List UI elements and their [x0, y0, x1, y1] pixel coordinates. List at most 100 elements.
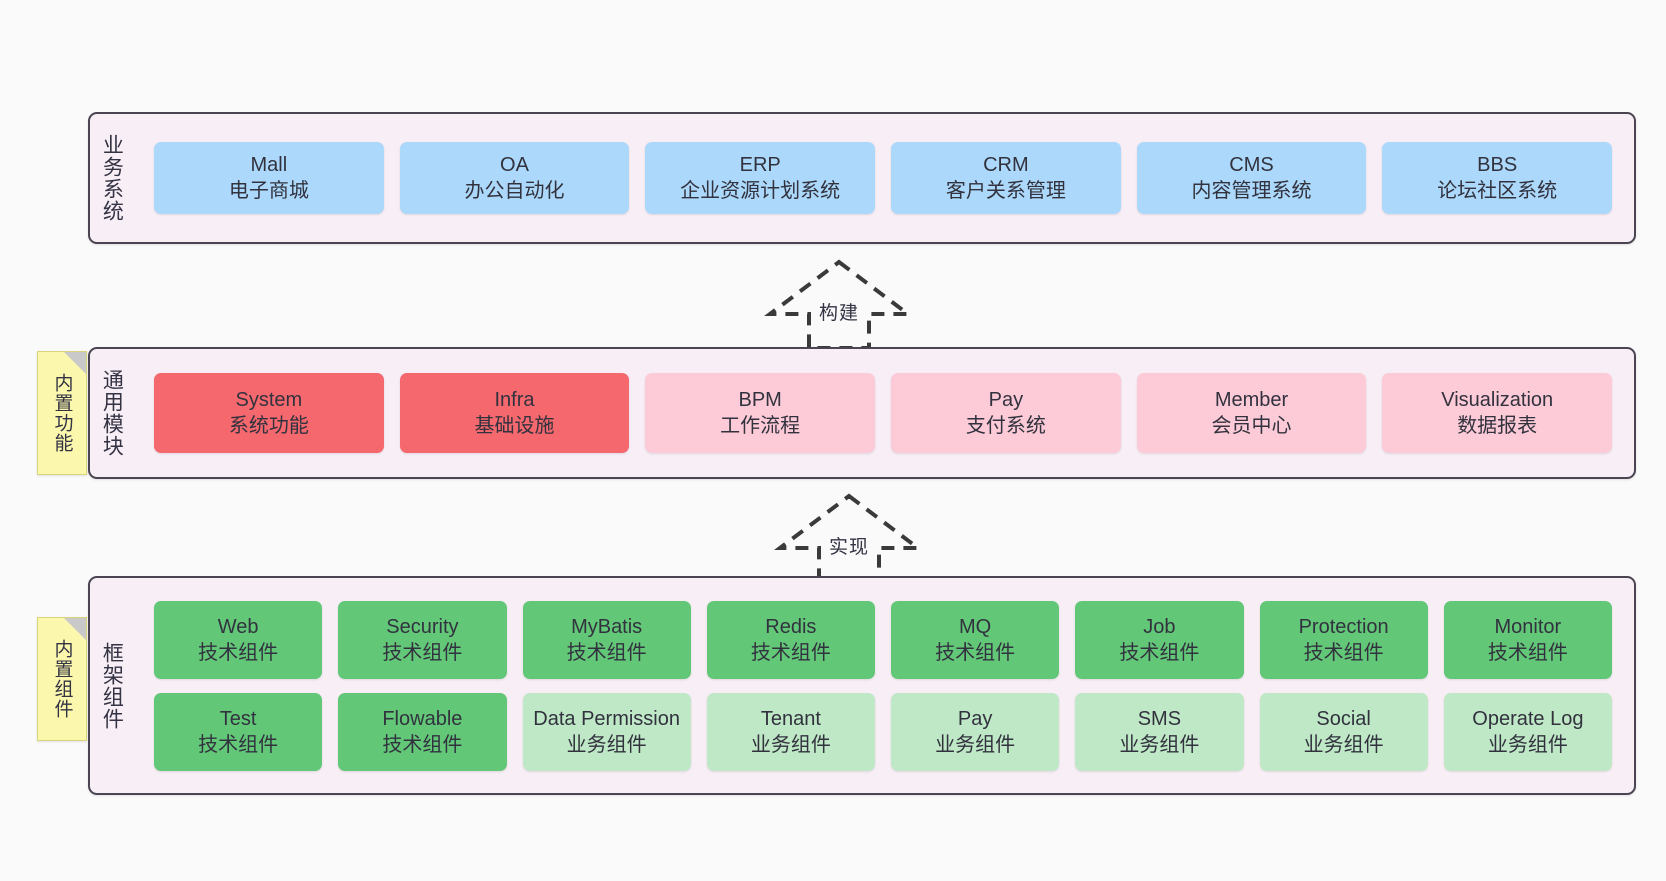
- card-protection-desc: 技术组件: [1303, 641, 1384, 664]
- card-pay-module-name: Pay: [988, 389, 1024, 411]
- card-bpm-desc: 工作流程: [720, 415, 801, 437]
- card-operate-log[interactable]: Operate Log 业务组件: [1443, 692, 1612, 771]
- card-operate-log-name: Operate Log: [1472, 707, 1584, 730]
- layer-body-common-module: System 系统功能 Infra 基础设施 BPM 工作流程 Pay 支付系统…: [132, 349, 1634, 477]
- card-oa-name: OA: [500, 154, 529, 176]
- card-infra-desc: 基础设施: [474, 415, 555, 437]
- card-sms-desc: 业务组件: [1119, 733, 1200, 756]
- card-bbs-name: BBS: [1477, 154, 1518, 176]
- card-tenant[interactable]: Tenant 业务组件: [706, 692, 875, 771]
- card-social-name: Social: [1316, 707, 1371, 730]
- card-data-permission-name: Data Permission: [533, 707, 680, 730]
- card-member-name: Member: [1214, 389, 1289, 411]
- card-erp-name: ERP: [739, 154, 781, 176]
- card-tenant-name: Tenant: [760, 707, 821, 730]
- card-web-name: Web: [217, 615, 259, 638]
- layer-business-system: 业务系统 Mall 电子商城 OA 办公自动化 ERP 企业资源计划系统 CRM…: [88, 112, 1636, 244]
- common-module-card-row: System 系统功能 Infra 基础设施 BPM 工作流程 Pay 支付系统…: [146, 373, 1620, 453]
- card-oa[interactable]: OA 办公自动化: [399, 142, 630, 214]
- card-protection[interactable]: Protection 技术组件: [1259, 600, 1428, 679]
- card-cms-desc: 内容管理系统: [1191, 180, 1312, 202]
- card-data-permission-desc: 业务组件: [566, 733, 647, 756]
- card-security[interactable]: Security 技术组件: [338, 600, 507, 679]
- card-tenant-desc: 业务组件: [750, 733, 831, 756]
- connector-implement-label: 实现: [828, 537, 869, 558]
- card-job[interactable]: Job 技术组件: [1075, 600, 1244, 679]
- layer-title-business-system: 业务系统: [100, 134, 124, 222]
- card-system-name: System: [235, 389, 303, 411]
- layer-body-business-system: Mall 电子商城 OA 办公自动化 ERP 企业资源计划系统 CRM 客户关系…: [132, 114, 1634, 242]
- card-pay-component-desc: 业务组件: [935, 733, 1016, 756]
- card-cms-name: CMS: [1229, 154, 1274, 176]
- card-mybatis[interactable]: MyBatis 技术组件: [522, 600, 691, 679]
- card-member[interactable]: Member 会员中心: [1136, 373, 1367, 453]
- connector-build-arrow: 构建: [764, 256, 914, 352]
- framework-tech-card-row: Web 技术组件 Security 技术组件 MyBatis 技术组件 Redi…: [146, 600, 1620, 679]
- card-pay-module[interactable]: Pay 支付系统: [891, 373, 1121, 453]
- card-operate-log-desc: 业务组件: [1487, 733, 1568, 756]
- card-flowable[interactable]: Flowable 技术组件: [338, 692, 507, 771]
- card-infra[interactable]: Infra 基础设施: [399, 373, 630, 453]
- layer-common-module: 通用模块 System 系统功能 Infra 基础设施 BPM 工作流程 Pay…: [88, 347, 1636, 479]
- card-security-desc: 技术组件: [382, 641, 463, 664]
- card-monitor-desc: 技术组件: [1487, 641, 1568, 664]
- card-mall-name: Mall: [250, 154, 288, 176]
- card-cms[interactable]: CMS 内容管理系统: [1136, 142, 1367, 214]
- card-test[interactable]: Test 技术组件: [154, 692, 323, 771]
- layer-framework-component: 框架组件 Web 技术组件 Security 技术组件 MyBatis 技术组件…: [88, 576, 1636, 795]
- card-flowable-desc: 技术组件: [382, 733, 463, 756]
- card-redis-name: Redis: [765, 615, 817, 638]
- card-flowable-name: Flowable: [382, 707, 463, 730]
- card-crm[interactable]: CRM 客户关系管理: [891, 142, 1121, 214]
- card-visualization[interactable]: Visualization 数据报表: [1382, 373, 1613, 453]
- card-visualization-desc: 数据报表: [1457, 415, 1538, 437]
- card-crm-desc: 客户关系管理: [945, 180, 1066, 202]
- framework-business-card-row: Test 技术组件 Flowable 技术组件 Data Permission …: [146, 692, 1620, 771]
- card-web-desc: 技术组件: [198, 641, 279, 664]
- note-builtin-functions-label: 内置功能: [51, 373, 73, 453]
- note-builtin-components-label: 内置组件: [51, 639, 73, 719]
- card-web[interactable]: Web 技术组件: [154, 600, 323, 679]
- business-system-card-row: Mall 电子商城 OA 办公自动化 ERP 企业资源计划系统 CRM 客户关系…: [146, 142, 1620, 214]
- card-infra-name: Infra: [494, 389, 535, 411]
- card-erp[interactable]: ERP 企业资源计划系统: [645, 142, 876, 214]
- card-redis[interactable]: Redis 技术组件: [706, 600, 875, 679]
- card-social[interactable]: Social 业务组件: [1259, 692, 1428, 771]
- card-erp-desc: 企业资源计划系统: [680, 180, 841, 202]
- connector-implement-arrow: 实现: [774, 490, 924, 586]
- card-oa-desc: 办公自动化: [464, 180, 565, 202]
- card-social-desc: 业务组件: [1303, 733, 1384, 756]
- connector-build-label: 构建: [818, 303, 859, 324]
- card-sms-name: SMS: [1137, 707, 1182, 730]
- card-crm-name: CRM: [983, 154, 1029, 176]
- card-pay-component-name: Pay: [957, 707, 993, 730]
- card-mybatis-name: MyBatis: [571, 615, 643, 638]
- card-data-permission[interactable]: Data Permission 业务组件: [522, 692, 691, 771]
- card-security-name: Security: [386, 615, 459, 638]
- card-bpm[interactable]: BPM 工作流程: [645, 373, 876, 453]
- card-job-name: Job: [1143, 615, 1176, 638]
- card-redis-desc: 技术组件: [750, 641, 831, 664]
- card-mall[interactable]: Mall 电子商城: [154, 142, 384, 214]
- card-bpm-name: BPM: [738, 389, 782, 411]
- note-builtin-components: 内置组件: [37, 617, 87, 741]
- card-monitor[interactable]: Monitor 技术组件: [1443, 600, 1612, 679]
- card-pay-component[interactable]: Pay 业务组件: [891, 692, 1060, 771]
- card-mall-desc: 电子商城: [228, 180, 309, 202]
- card-test-name: Test: [219, 707, 257, 730]
- layer-body-framework-component: Web 技术组件 Security 技术组件 MyBatis 技术组件 Redi…: [132, 578, 1634, 793]
- card-job-desc: 技术组件: [1119, 641, 1200, 664]
- card-bbs-desc: 论坛社区系统: [1437, 180, 1558, 202]
- card-system[interactable]: System 系统功能: [154, 373, 384, 453]
- card-bbs[interactable]: BBS 论坛社区系统: [1382, 142, 1613, 214]
- card-test-desc: 技术组件: [198, 733, 279, 756]
- card-sms[interactable]: SMS 业务组件: [1075, 692, 1244, 771]
- card-pay-module-desc: 支付系统: [965, 415, 1046, 437]
- layer-title-framework-component: 框架组件: [100, 641, 124, 730]
- note-builtin-functions: 内置功能: [37, 351, 87, 475]
- card-mq[interactable]: MQ 技术组件: [891, 600, 1060, 679]
- card-mq-name: MQ: [959, 615, 992, 638]
- card-mybatis-desc: 技术组件: [566, 641, 647, 664]
- card-member-desc: 会员中心: [1211, 415, 1292, 437]
